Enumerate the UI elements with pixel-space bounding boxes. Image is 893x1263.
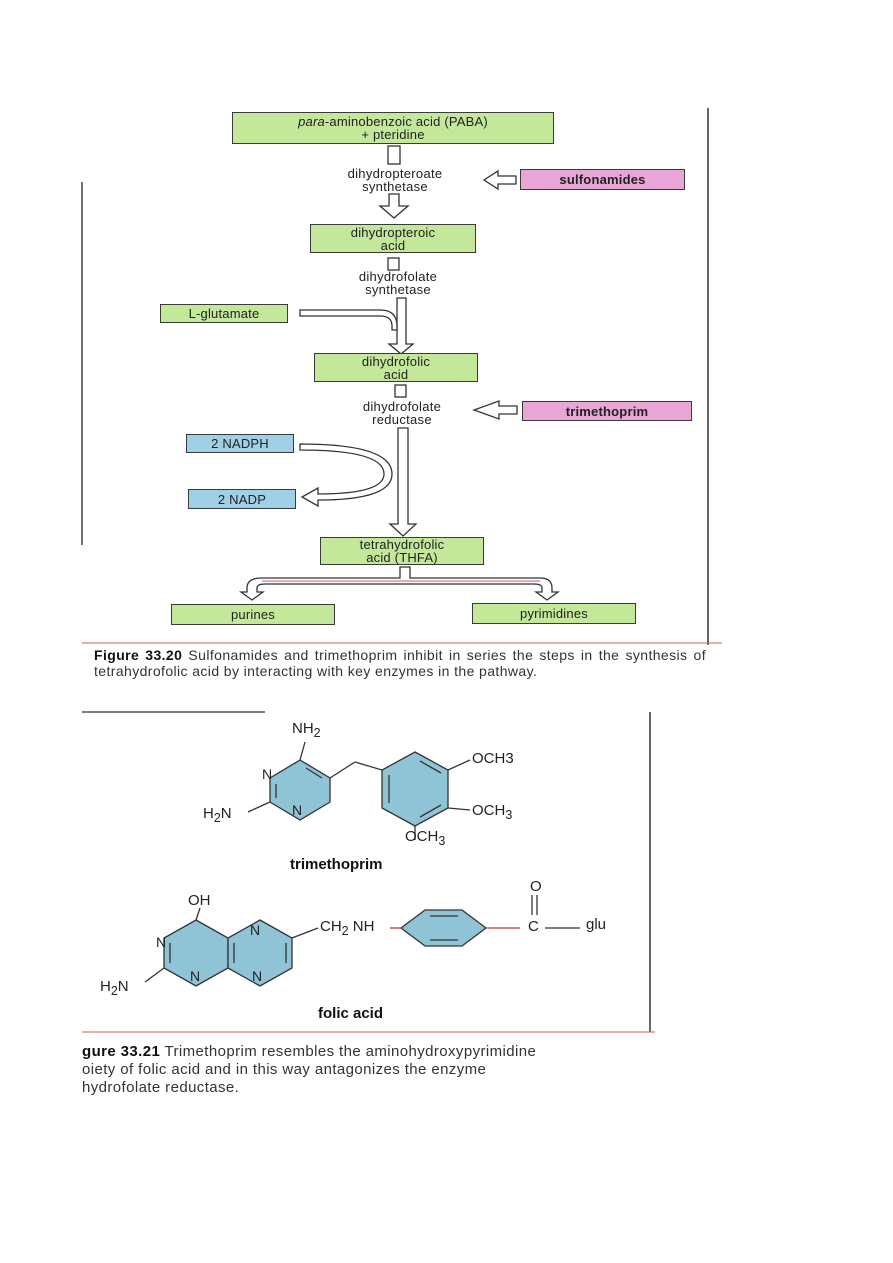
thfa-box: tetrahydrofolic acid (THFA) bbox=[320, 537, 484, 565]
trimethoprim-och3-1: OCH3 bbox=[472, 750, 514, 767]
trimethoprim-arrow bbox=[472, 400, 518, 420]
sulfonamides-arrow bbox=[482, 169, 517, 191]
pteridine-label: + pteridine bbox=[361, 127, 425, 142]
trimethoprim-label: trimethoprim bbox=[290, 856, 383, 873]
glutamate-arrow bbox=[299, 309, 398, 331]
paba-box: para-aminobenzoic acid (PABA) + pteridin… bbox=[232, 112, 554, 144]
trimethoprim-nh2-top: NH2 bbox=[292, 720, 321, 740]
folic-ring-n3: N bbox=[190, 968, 201, 984]
folic-h2n: H2N bbox=[100, 978, 129, 998]
purines-box: purines bbox=[171, 604, 335, 625]
figure1-number: Figure 33.20 bbox=[94, 647, 183, 663]
connector-bar-1 bbox=[387, 145, 401, 165]
nadp-box: 2 NADP bbox=[188, 489, 296, 509]
split-arrow bbox=[239, 566, 560, 601]
folic-ch2-nh: CH2 NH bbox=[320, 918, 375, 938]
folic-carbonyl-c: C bbox=[528, 918, 539, 935]
folic-acid-label: folic acid bbox=[318, 1005, 384, 1022]
pyrimidines-box: pyrimidines bbox=[472, 603, 636, 624]
sulfonamides-box: sulfonamides bbox=[520, 169, 685, 190]
figure1-text: Sulfonamides and trimethoprim inhibit in… bbox=[94, 647, 706, 679]
nadph-arrow bbox=[299, 443, 393, 508]
folic-carbonyl-o: O bbox=[530, 878, 542, 895]
figure2-caption: gure 33.21 Trimethoprim resembles the am… bbox=[82, 1043, 537, 1096]
connector-bar-3 bbox=[394, 384, 407, 398]
folic-ring-n4: N bbox=[252, 968, 263, 984]
trimethoprim-och3-3: OCH3 bbox=[405, 828, 446, 848]
trimethoprim-benzene-ring bbox=[381, 751, 449, 827]
enzyme-dihydropteroate-synthetase: dihydropteroate synthetase bbox=[347, 166, 443, 194]
paba-label: -aminobenzoic acid (PABA) bbox=[324, 114, 488, 129]
down-arrow-3 bbox=[388, 427, 418, 537]
nadph-box: 2 NADPH bbox=[186, 434, 294, 453]
connector-bar-2 bbox=[387, 257, 400, 271]
folic-ring-n1: N bbox=[156, 934, 167, 950]
l-glutamate-box: L-glutamate bbox=[160, 304, 288, 323]
down-arrow-1 bbox=[378, 193, 410, 219]
trimethoprim-box: trimethoprim bbox=[522, 401, 692, 421]
figure2-number: gure 33.21 bbox=[82, 1043, 161, 1060]
enzyme-dihydrofolate-synthetase: dihydrofolate synthetase bbox=[358, 269, 438, 297]
trimethoprim-ring-n2: N bbox=[292, 802, 303, 818]
folic-glu: glu bbox=[586, 916, 607, 933]
folic-ring-n2: N bbox=[250, 922, 261, 938]
trimethoprim-ring-n1: N bbox=[262, 766, 273, 782]
dihydropteroic-acid-box: dihydropteroic acid bbox=[310, 224, 476, 253]
trimethoprim-och3-2: OCH3 bbox=[472, 802, 513, 822]
paba-italic: para bbox=[298, 114, 325, 129]
folic-oh: OH bbox=[188, 892, 211, 909]
enzyme-dihydrofolate-reductase: dihydrofolate reductase bbox=[362, 399, 442, 427]
down-arrow-2 bbox=[387, 297, 415, 355]
dihydrofolic-acid-box: dihydrofolic acid bbox=[314, 353, 478, 382]
trimethoprim-h2n: H2N bbox=[203, 805, 232, 825]
figure1-caption: Figure 33.20 Sulfonamides and trimethopr… bbox=[94, 647, 706, 679]
